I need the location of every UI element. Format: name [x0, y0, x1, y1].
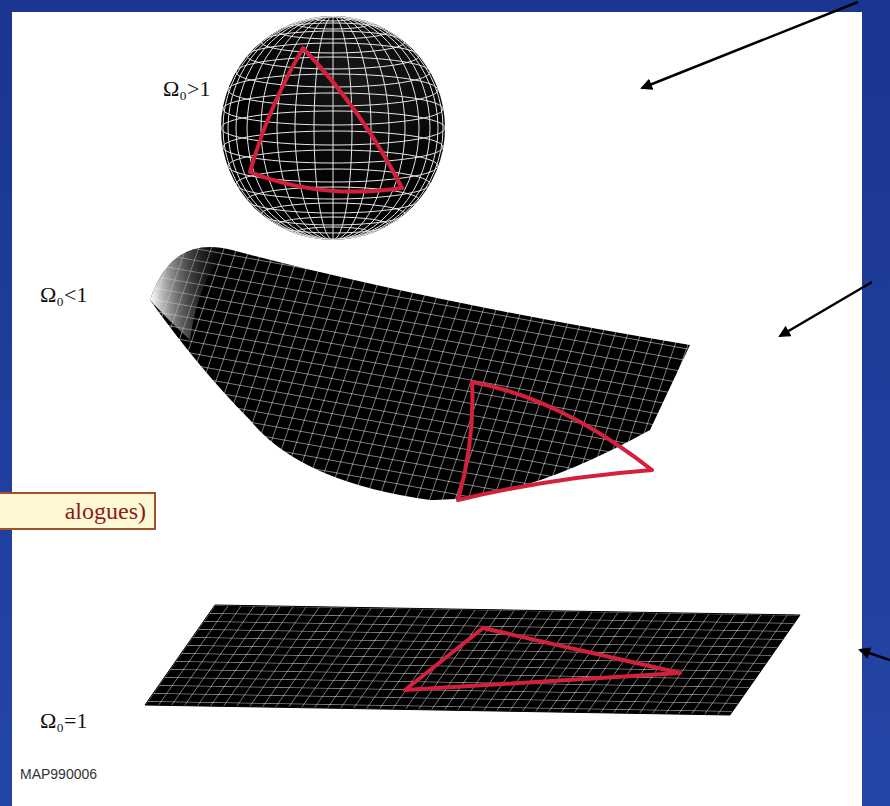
image-id: MAP990006: [20, 766, 97, 782]
callout-text: alogues): [65, 498, 146, 525]
flat-plane: [145, 605, 800, 715]
omega-label: Ω₀>1: [163, 76, 210, 102]
pointer-arrows: [642, 2, 890, 660]
omega-label: Ω₀<1: [40, 282, 87, 308]
sphere-surface: [221, 15, 445, 240]
omega-label: Ω₀=1: [40, 708, 87, 734]
callout-box: alogues): [0, 492, 156, 530]
saddle-surface: [150, 247, 690, 500]
